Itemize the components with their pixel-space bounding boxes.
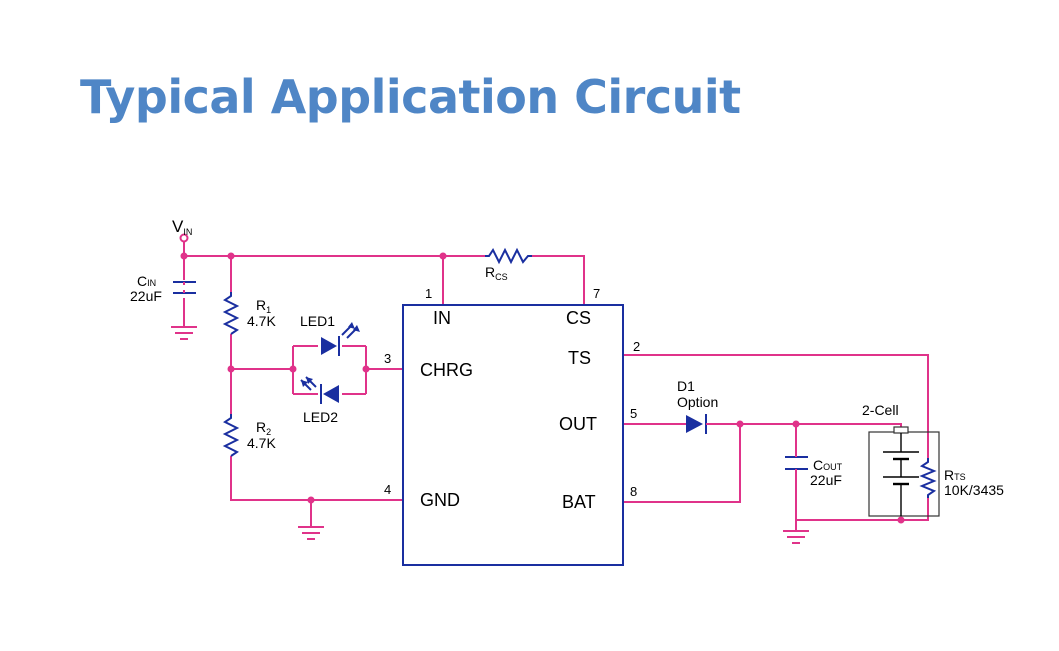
- junction-dot: [792, 420, 800, 428]
- cin-label: C: [137, 273, 147, 289]
- battery-label: 2-Cell: [862, 402, 899, 418]
- ground-symbol-cout: [783, 530, 809, 544]
- d1-note: Option: [677, 394, 718, 410]
- led1-label: LED1: [300, 313, 335, 329]
- rcs-to-cs-wire: [532, 255, 585, 305]
- ic-chip: 1 7 3 2 5 4 8 IN CS CHRG TS OUT GND BAT: [384, 286, 640, 566]
- page-title: Typical Application Circuit: [80, 70, 741, 124]
- vin-terminal: VIN: [172, 217, 192, 243]
- cout-return-wire: [795, 424, 929, 521]
- r1-label: R: [256, 297, 266, 313]
- led1-diode: LED1: [300, 313, 360, 356]
- pin-number-gnd: 4: [384, 482, 391, 497]
- d1-triangle: [686, 415, 703, 433]
- pin-number-cs: 7: [593, 286, 600, 301]
- rts-sub: TS: [954, 472, 966, 482]
- resistor-rcs: RCS: [485, 247, 532, 282]
- out-wire: [623, 423, 902, 430]
- vin-sub: IN: [183, 227, 192, 237]
- rts-value: 10K/3435: [944, 482, 1004, 498]
- pin-name-chrg: CHRG: [420, 360, 473, 380]
- d1-diode: D1 Option: [677, 378, 718, 434]
- r2-value: 4.7K: [247, 435, 276, 451]
- ic-body: [402, 304, 624, 566]
- pin-name-in: IN: [433, 308, 451, 328]
- r2-label: R: [256, 419, 266, 435]
- vin-terminal-circle: [179, 233, 189, 243]
- led1-triangle: [321, 337, 337, 355]
- svg-text:VIN: VIN: [172, 217, 192, 237]
- junction-dot: [736, 420, 744, 428]
- d1-label: D1: [677, 378, 695, 394]
- pin-number-chrg: 3: [384, 351, 391, 366]
- cout-value: 22uF: [810, 472, 842, 488]
- junction-dot: [180, 252, 188, 260]
- svg-text:CIN: CIN: [137, 273, 156, 289]
- cin-sub: IN: [147, 278, 156, 288]
- svg-text:RCS: RCS: [485, 264, 508, 282]
- r2-sub: 2: [266, 427, 271, 437]
- pin-number-ts: 2: [633, 339, 640, 354]
- junction-dot: [362, 365, 370, 373]
- pin-name-out: OUT: [559, 414, 597, 434]
- junctions: [180, 252, 905, 524]
- cout-capacitor: COUT 22uF: [785, 455, 843, 488]
- pin-name-ts: TS: [568, 348, 591, 368]
- rts-label: R: [944, 467, 954, 483]
- r1-sub: 1: [266, 305, 271, 315]
- ground-symbol-main: [298, 526, 324, 540]
- pin-name-cs: CS: [566, 308, 591, 328]
- junction-dot: [227, 252, 235, 260]
- resistor-r2: R2 4.7K: [222, 414, 276, 457]
- battery-terminal: [893, 426, 909, 434]
- r2-to-gnd-wire: [230, 456, 403, 501]
- junction-dot: [897, 516, 905, 524]
- svg-text:R1: R1: [256, 297, 271, 315]
- led2-label: LED2: [303, 409, 338, 425]
- pin-name-bat: BAT: [562, 492, 596, 512]
- svg-text:RTS: RTS: [944, 467, 966, 483]
- junction-dot: [289, 365, 297, 373]
- rcs-label: R: [485, 264, 495, 280]
- r1-value: 4.7K: [247, 313, 276, 329]
- pin-number-out: 5: [630, 406, 637, 421]
- resistor-r1: R1 4.7K: [222, 292, 276, 335]
- cin-capacitor: CIN 22uF: [130, 273, 196, 304]
- svg-text:COUT: COUT: [813, 457, 843, 473]
- cout-label: C: [813, 457, 823, 473]
- led2-diode: LED2: [300, 376, 339, 425]
- pin-name-gnd: GND: [420, 490, 460, 510]
- bat-wire: [623, 424, 741, 503]
- ts-wire: [623, 354, 929, 458]
- battery-pack: 2-Cell: [862, 402, 940, 517]
- cin-value: 22uF: [130, 288, 162, 304]
- pin-number-bat: 8: [630, 484, 637, 499]
- resistor-rts: RTS 10K/3435: [919, 458, 1004, 498]
- ground-symbol-cin: [171, 326, 197, 340]
- led2-triangle: [323, 385, 339, 403]
- junction-dot: [307, 496, 315, 504]
- junction-dot: [227, 365, 235, 373]
- rcs-sub: CS: [495, 272, 508, 282]
- vin-label: V: [172, 217, 184, 236]
- svg-text:R2: R2: [256, 419, 271, 437]
- cout-sub: OUT: [823, 462, 843, 472]
- pin-number-in: 1: [425, 286, 432, 301]
- junction-dot: [439, 252, 447, 260]
